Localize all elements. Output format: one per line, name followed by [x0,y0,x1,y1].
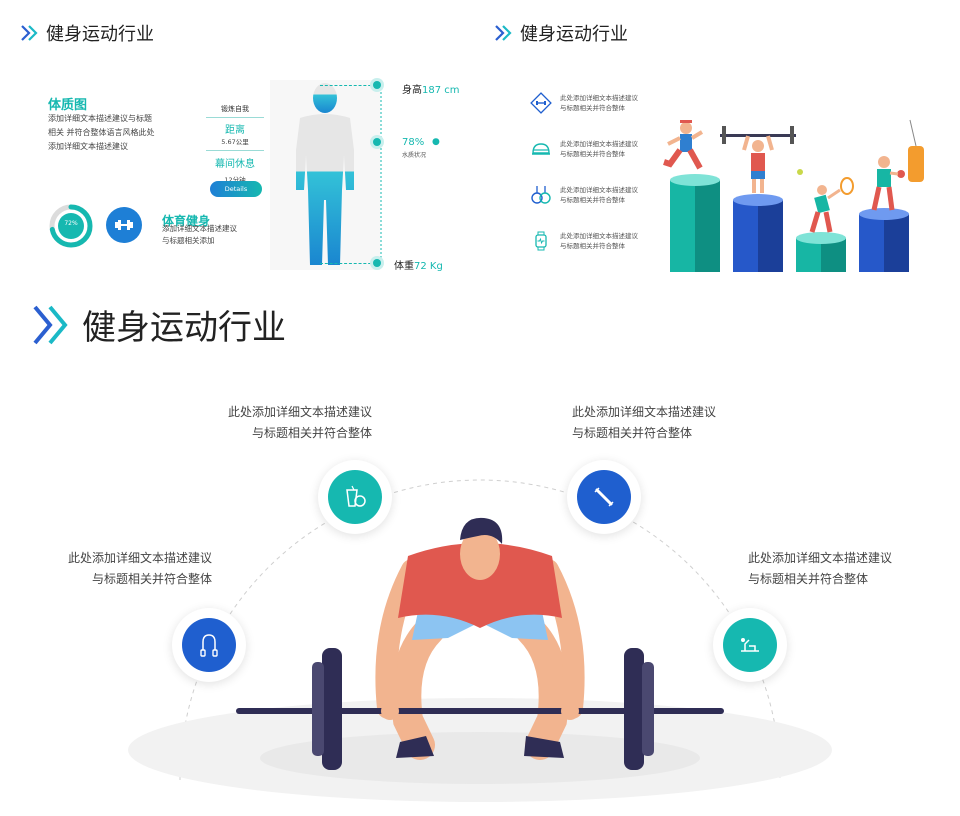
donut-label: 72% [64,220,78,227]
distance-value: 5.67公里 [221,138,249,146]
fitness-desc: 添加详细文本描述建议 与标题相关添加 [162,223,237,247]
item-line2: 与标题相关并符合整体 [560,104,625,112]
stats-panel: 锻炼自我 距离 5.67公里 幕间休息 12分钟 [206,104,264,184]
callout-line2: 与标题相关并符合整体 [251,426,372,440]
details-button[interactable]: Details [210,181,262,197]
item-line1: 此处添加详细文本描述建议 [560,140,638,148]
weight-readout: 体重72 Kg [394,257,443,272]
workout-bench-icon [723,618,777,672]
height-marker [373,81,381,89]
dumbbell-icon [106,207,142,243]
body-silhouette [270,80,380,270]
jump-rope-badge [567,460,641,534]
double-chevron-icon [495,25,512,41]
water-drop-icon: ● [432,137,440,147]
physique-desc-line: 添加详细文本描述建议与标题 [48,114,152,123]
height-readout: 身高187 cm [402,81,460,96]
callout-line1: 此处添加详细文本描述建议 [572,405,717,419]
drink-badge [318,460,392,534]
bench-badge [713,608,787,682]
skipping-rope-icon [182,618,236,672]
physique-desc: 添加详细文本描述建议与标题 相关 并符合整体语言风格此处 添加详细文本描述建议 [48,112,155,154]
callout-left: 此处添加详细文本描述建议 与标题相关并符合整体 [68,548,212,590]
height-label: 身高 [402,85,422,96]
water-marker [373,138,381,146]
fitness-heading: 体育健身 [162,214,211,228]
item-line2: 与标题相关并符合整体 [560,242,625,250]
item-line1: 此处添加详细文本描述建议 [560,94,638,102]
dumbbell-icon [530,92,552,114]
list-item: 此处添加详细文本描述建议 与标题相关并符合整体 [530,126,638,172]
measure-line [380,84,382,268]
water-value: 78% [402,137,425,148]
weight-value: 72 Kg [414,261,443,272]
height-value: 187 cm [422,85,460,96]
weightlifter-illustration [236,517,724,770]
podium-illustration [663,119,924,272]
item-line2: 与标题相关并符合整体 [560,150,625,158]
fitness-desc-line: 与标题相关添加 [162,236,215,245]
callout-top-right: 此处添加详细文本描述建议 与标题相关并符合整体 [572,402,732,444]
item-line2: 与标题相关并符合整体 [560,196,625,204]
callout-line1: 此处添加详细文本描述建议 [228,405,373,419]
fitness-desc-line: 添加详细文本描述建议 [162,224,237,233]
jump-rope-icon [577,470,631,524]
list-item: 此处添加详细文本描述建议 与标题相关并符合整体 [530,80,638,126]
physique-desc-line: 添加详细文本描述建议 [48,142,128,151]
watch-icon [535,231,547,251]
slide3-header: 健身运动行业 [32,300,286,349]
item-line1: 此处添加详细文本描述建议 [560,232,638,240]
exercise-label: 锻炼自我 [221,105,249,113]
rest-value: 12分钟 [224,176,246,184]
callout-right: 此处添加详细文本描述建议 与标题相关并符合整体 [748,548,908,590]
callout-line2: 与标题相关并符合整体 [572,426,693,440]
callout-top-left: 此处添加详细文本描述建议 与标题相关并符合整体 [228,402,372,444]
callout-line2: 与标题相关并符合整体 [91,572,212,586]
weight-leader [320,263,376,264]
rings-icon [531,186,551,204]
water-label: 水质状况 [402,152,427,159]
drink-apple-icon [328,470,382,524]
slide1-title: 健身运动行业 [46,24,154,45]
skipping-badge [172,608,246,682]
list-item: 此处添加详细文本描述建议 与标题相关并符合整体 [530,172,638,218]
slide2-list: 此处添加详细文本描述建议 与标题相关并符合整体 此处添加详细文本描述建议 与标题… [530,80,638,264]
callout-line1: 此处添加详细文本描述建议 [748,551,893,565]
donut-chart: 72% [48,203,94,249]
height-leader [320,85,376,86]
distance-label: 距离 [225,125,245,136]
rest-label: 幕间休息 [215,159,255,170]
weight-marker [373,259,381,267]
double-chevron-icon [33,305,68,344]
callout-line1: 此处添加详细文本描述建议 [68,551,213,565]
physique-desc-line: 相关 并符合整体语言风格此处 [48,128,155,137]
slide2-title: 健身运动行业 [520,24,628,45]
helmet-icon [532,143,550,155]
physique-heading: 体质图 [48,98,88,113]
weight-label: 体重 [394,261,414,272]
slide2-header: 健身运动行业 [494,20,628,46]
slide1-header: 健身运动行业 [20,20,154,46]
item-line1: 此处添加详细文本描述建议 [560,186,638,194]
slide3-title: 健身运动行业 [82,308,286,348]
arc-backdrop [128,479,832,802]
list-item: 此处添加详细文本描述建议 与标题相关并符合整体 [530,218,638,264]
double-chevron-icon [21,25,38,41]
callout-line2: 与标题相关并符合整体 [748,572,869,586]
